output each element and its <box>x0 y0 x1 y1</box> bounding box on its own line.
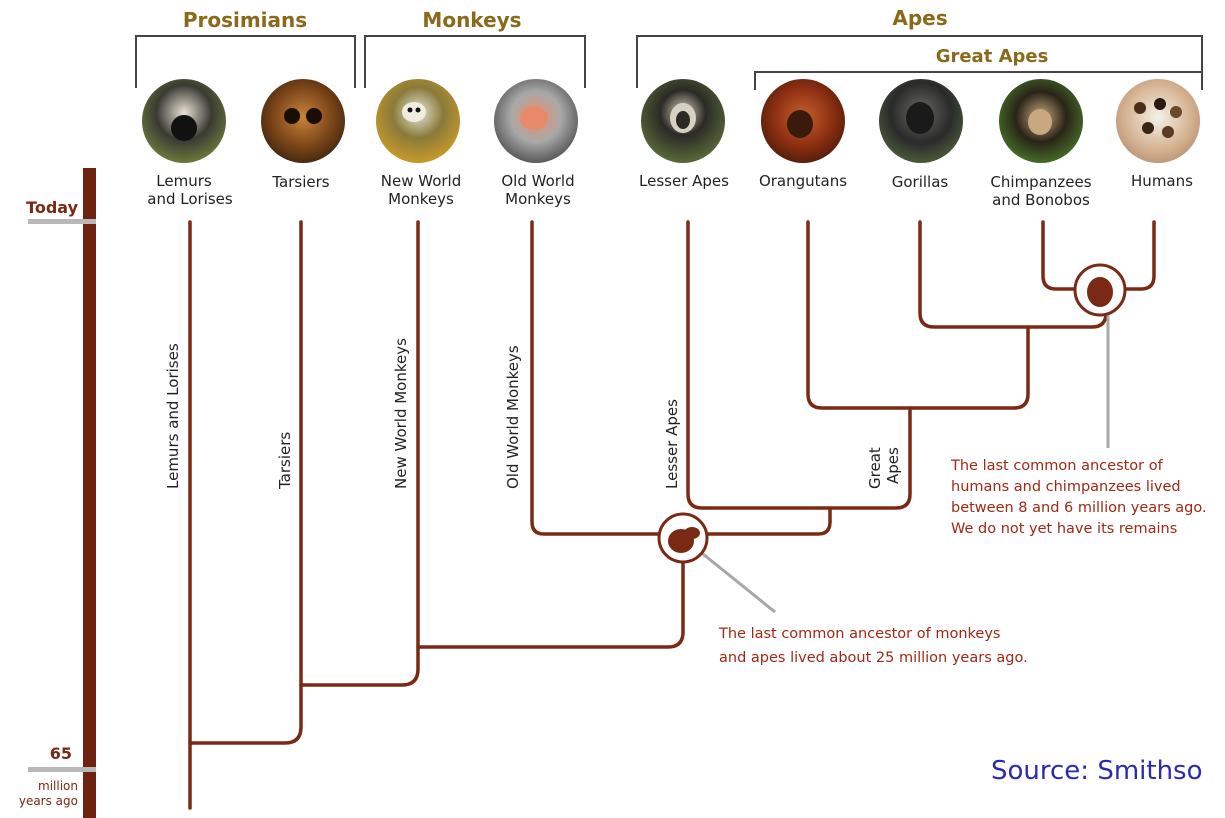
branch-label-lemurs: Lemurs and Lorises <box>164 343 182 489</box>
timeline-bar <box>83 168 96 818</box>
apes-bracket <box>636 35 1203 88</box>
timeline-65-tick <box>28 767 96 772</box>
taxon-lemurs-line2: and Lorises <box>147 190 233 208</box>
great-apes-bracket <box>754 71 1203 90</box>
monkey-ape-pointer <box>697 548 776 614</box>
phylogenetic-tree <box>188 220 1156 810</box>
taxon-chimpanzees-line1: Chimpanzees <box>990 173 1091 191</box>
old-world-monkey-portrait <box>494 79 578 163</box>
human-chimp-note-line-2: humans and chimpanzees lived <box>951 479 1181 495</box>
branch-label-great-apes-line2: Apes <box>884 447 902 484</box>
group-label-apes: Apes <box>892 6 947 30</box>
lesser-ape-portrait <box>641 79 725 163</box>
branch-new-world <box>299 220 420 687</box>
monkey-ape-ancestor-marker <box>657 512 776 614</box>
taxon-chimpanzees-line2: and Bonobos <box>992 191 1090 209</box>
branch-orangutans <box>806 220 1030 410</box>
taxon-new-world-line2: Monkeys <box>388 190 454 208</box>
monkey-ape-note-line-2: and apes lived about 25 million years ag… <box>719 650 1028 666</box>
orangutan-portrait <box>761 79 845 163</box>
timeline-today-label: Today <box>26 198 79 217</box>
gorilla-portrait <box>879 79 963 163</box>
timeline: Today 65 million years ago <box>19 168 96 818</box>
taxon-old-world-line2: Monkeys <box>505 190 571 208</box>
monkey-ape-ancestor-note: The last common ancestor of monkeys and … <box>718 626 1028 666</box>
branch-label-great-apes-line1: Great <box>866 447 884 489</box>
taxon-old-world-line1: Old World <box>501 172 574 190</box>
taxon-lesser-apes: Lesser Apes <box>639 172 729 190</box>
branch-lesser-apes <box>686 220 912 510</box>
lemur-portrait <box>142 79 226 163</box>
monkeys-bracket <box>364 35 586 88</box>
taxon-gorillas: Gorillas <box>892 173 949 191</box>
prosimians-bracket <box>135 35 356 88</box>
branch-label-old-world: Old World Monkeys <box>504 345 522 489</box>
branch-label-new-world: New World Monkeys <box>392 338 410 489</box>
taxon-humans: Humans <box>1131 172 1193 190</box>
new-world-monkey-portrait <box>376 79 460 163</box>
monkey-ape-note-line-1: The last common ancestor of monkeys <box>718 626 1000 642</box>
group-label-monkeys: Monkeys <box>422 8 521 32</box>
timeline-65-label: 65 <box>50 744 72 763</box>
branch-old-world-and-apes <box>530 220 832 536</box>
human-chimp-note-line-4: We do not yet have its remains <box>951 521 1177 537</box>
timeline-years-ago-label: years ago <box>19 794 78 808</box>
human-chimp-ancestor-marker <box>1073 263 1127 448</box>
tarsier-portrait <box>261 79 345 163</box>
branch-gorillas <box>918 220 1108 329</box>
human-chimp-note-line-1: The last common ancestor of <box>950 458 1164 474</box>
taxon-new-world-line1: New World <box>381 172 461 190</box>
branch-label-lesser-apes: Lesser Apes <box>663 399 681 489</box>
human-chimp-ancestor-note: The last common ancestor of humans and c… <box>950 458 1207 537</box>
taxon-tarsiers: Tarsiers <box>271 173 329 191</box>
human-chimp-note-line-3: between 8 and 6 million years ago. <box>951 500 1207 516</box>
group-label-great-apes: Great Apes <box>936 46 1049 67</box>
chimpanzee-portrait <box>999 79 1083 163</box>
branch-label-tarsiers: Tarsiers <box>276 432 294 490</box>
taxon-orangutans: Orangutans <box>759 172 847 190</box>
branch-tarsiers <box>188 220 303 745</box>
source-credit: Source: Smithso <box>991 756 1203 786</box>
humans-portrait <box>1116 79 1200 163</box>
timeline-today-tick <box>28 219 96 224</box>
group-label-prosimians: Prosimians <box>183 8 307 32</box>
taxon-lemurs-line1: Lemurs <box>156 172 212 190</box>
timeline-million-label: million <box>38 779 78 793</box>
branch-anthropoid <box>416 538 685 649</box>
